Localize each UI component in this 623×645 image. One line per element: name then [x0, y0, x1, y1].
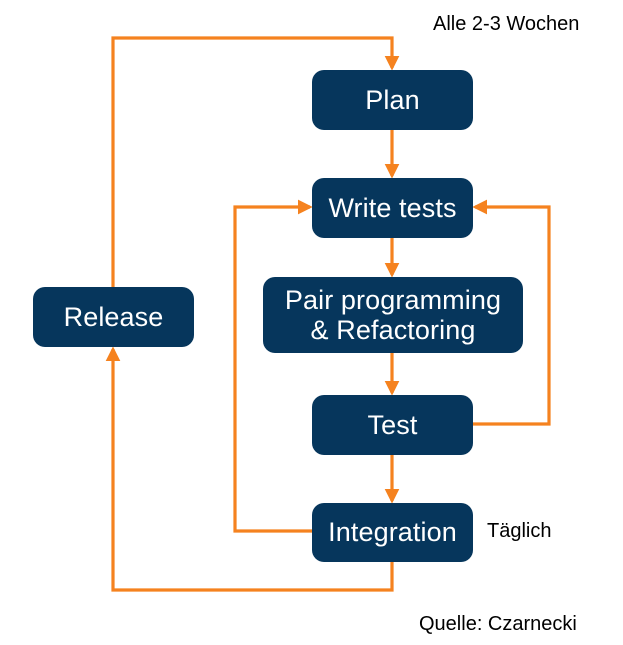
caption-iteration-cadence: Alle 2-3 Wochen	[433, 13, 580, 35]
caption-daily-cadence: Täglich	[487, 520, 552, 542]
caption-source: Quelle: Czarnecki	[419, 613, 577, 635]
node-write-tests[interactable]: Write tests	[312, 178, 473, 238]
node-plan[interactable]: Plan	[312, 70, 473, 130]
node-integration[interactable]: Integration	[312, 503, 473, 562]
connector-test-to-write-tests	[472, 199, 551, 426]
connector-integration-to-write-tests	[233, 199, 313, 533]
connector-release-to-plan	[111, 36, 400, 287]
connector-integration-to-release	[105, 346, 394, 592]
node-test[interactable]: Test	[312, 395, 473, 455]
node-pair-programming-refactoring[interactable]: Pair programming & Refactoring	[263, 277, 523, 353]
node-release[interactable]: Release	[33, 287, 194, 347]
